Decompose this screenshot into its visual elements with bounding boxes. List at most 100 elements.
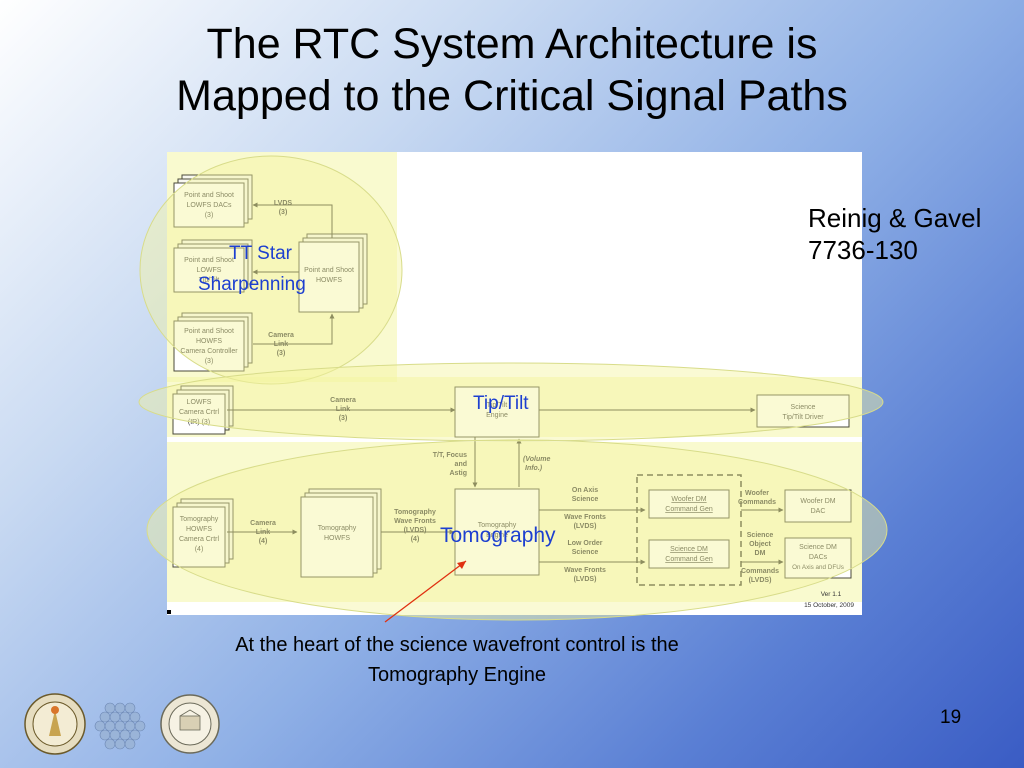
title-line-2: Mapped to the Critical Signal Paths xyxy=(176,72,848,120)
sci-gen-box xyxy=(648,539,730,569)
woofer-gen-box xyxy=(648,489,730,519)
tiptilt-ellipse xyxy=(138,362,884,442)
tomo-crtl-stack: Tomography HOWFS Camera Crtrl (4) xyxy=(172,498,234,568)
lowfs-crtl-stack: LOWFS Camera Crtrl (IR) (3) xyxy=(172,385,234,435)
pas-lowfs-l2: LOWFS xyxy=(197,267,222,274)
corner-mark xyxy=(167,610,171,614)
sci-dacs-l2: DACs xyxy=(809,554,828,561)
camlink3-l3: (3) xyxy=(277,350,286,357)
version-l2: 15 October, 2009 xyxy=(804,602,854,609)
pas-howfs-l1: Point and Shoot xyxy=(184,328,234,335)
caption: At the heart of the science wavefront co… xyxy=(157,630,757,690)
tt-engine-l2: Engine xyxy=(486,412,508,419)
volume-l2: Info.) xyxy=(525,465,543,472)
camlink-mid-l3: (3) xyxy=(339,415,348,422)
tt-engine-l1: Tip/Tilt xyxy=(487,402,508,409)
tomo-engine-l1: Tomography xyxy=(478,522,517,529)
camlink3-l1: Camera xyxy=(268,332,294,339)
tomo-wf-l3: (LVDS) xyxy=(404,527,427,534)
pas-proc-stack: Point and Shoot HOWFS xyxy=(298,233,368,313)
sci-dacs-l1: Science DM xyxy=(799,544,837,551)
sci-tt-l2: Tip/Tilt Driver xyxy=(782,414,824,421)
woofer-gen-l1: Woofer DM xyxy=(671,496,706,503)
camlink-mid-l2: Link xyxy=(336,406,350,413)
caltech-seal-icon xyxy=(24,693,86,755)
pointer-arrowhead xyxy=(457,561,466,569)
pointer-line xyxy=(384,560,467,623)
tiptilt-label: Tip/Tilt xyxy=(473,393,529,414)
pas-lowfs-stack: Point and Shoot LOWFS Tip/Tilt xyxy=(173,239,253,293)
sci-gen-l1: Science DM xyxy=(670,546,708,553)
pas-howfs-l2: HOWFS xyxy=(196,338,222,345)
tomo-crtl-l3: Camera Crtrl xyxy=(179,536,220,543)
lowfs-crtl-l4: (IR) (3) xyxy=(188,419,210,426)
pas-howfs-stack: Point and Shoot HOWFS Camera Controller … xyxy=(173,312,253,372)
camlink-mid-l1: Camera xyxy=(330,397,356,404)
title-line-1: The RTC System Architecture is xyxy=(206,20,818,68)
lowo-l2: Science xyxy=(572,549,599,556)
onaxis-l1: On Axis xyxy=(572,487,598,494)
tomo-howfs-stack: Tomography HOWFS xyxy=(300,488,382,578)
caption-line-1: At the heart of the science wavefront co… xyxy=(235,634,679,656)
pas-lowfs-l1: Point and Shoot xyxy=(184,257,234,264)
tt-focus-l2: and xyxy=(455,461,467,468)
lowo-l1: Low Order xyxy=(567,540,602,547)
tt-star-label-1: TT Star xyxy=(229,243,292,264)
pas-lowfs-l3: Tip/Tilt xyxy=(199,277,220,284)
tomo-engine-l2: Engine xyxy=(486,532,508,539)
pas-proc-l2: HOWFS xyxy=(316,277,342,284)
volume-l1: (Volume xyxy=(523,456,550,463)
tomo-wf-l4: (4) xyxy=(411,536,420,543)
woofer-gen-l2: Command Gen xyxy=(665,506,713,513)
tt-star-label-2: Sharpenning xyxy=(198,274,306,295)
pas-proc-l1: Point and Shoot xyxy=(304,267,354,274)
credit-line-2: 7736-130 xyxy=(808,235,918,265)
tt-star-ellipse xyxy=(139,155,403,385)
tomo-crtl-l4: (4) xyxy=(195,546,204,553)
sci-dacs-l3: On Axis and DFUs xyxy=(792,564,844,571)
woofer-cmd-l2: Commands xyxy=(738,499,776,506)
tt-engine-box xyxy=(454,386,540,438)
tt-focus-l3: Astig xyxy=(450,470,468,477)
onaxis-l4: (LVDS) xyxy=(574,523,597,530)
sci-tt-l1: Science xyxy=(791,404,816,411)
sci-obj-l1: Science xyxy=(747,532,774,539)
sci-obj-l5: (LVDS) xyxy=(749,577,772,584)
tomography-ellipse xyxy=(146,439,888,621)
woofer-dac-l2: DAC xyxy=(811,508,826,515)
pas-dacs-l1: Point and Shoot xyxy=(184,192,234,199)
sci-obj-l4: Commands xyxy=(741,568,779,575)
tomo-howfs-l2: HOWFS xyxy=(324,535,350,542)
sci-obj-l2: Object xyxy=(749,541,771,548)
tomo-howfs-l1: Tomography xyxy=(318,525,357,532)
woofer-cmd-l1: Woofer xyxy=(745,490,769,497)
slide-title: The RTC System Architecture is Mapped to… xyxy=(0,18,1024,122)
camlink4-l1: Camera xyxy=(250,520,276,527)
pas-howfs-l4: (3) xyxy=(205,358,214,365)
caption-line-2: Tomography Engine xyxy=(368,664,546,686)
uc-seal-icon xyxy=(160,694,220,754)
dm-gen-group xyxy=(636,474,742,586)
tomo-crtl-l1: Tomography xyxy=(180,516,219,523)
camlink4-l2: Link xyxy=(256,529,270,536)
lowo-l3: Wave Fronts xyxy=(564,567,606,574)
hexagon-mirror-icon xyxy=(94,702,146,750)
architecture-diagram: Point and Shoot LOWFS DACs (3) Point and… xyxy=(167,152,862,615)
tomography-label: Tomography xyxy=(440,524,556,547)
woofer-dac-box xyxy=(784,489,852,523)
sci-dacs-box xyxy=(784,537,852,579)
lvds-l2: (3) xyxy=(279,209,288,216)
credit-line-1: Reinig & Gavel xyxy=(808,203,982,233)
pas-dacs-stack: Point and Shoot LOWFS DACs (3) xyxy=(173,174,253,228)
page-number: 19 xyxy=(940,707,962,728)
sci-gen-l2: Command Gen xyxy=(665,556,713,563)
pas-dacs-l3: (3) xyxy=(205,212,214,219)
tt-focus-l1: T/T, Focus xyxy=(433,452,467,459)
pas-dacs-l2: LOWFS DACs xyxy=(186,202,232,209)
lowfs-crtl-l3: Camera Crtrl xyxy=(179,409,220,416)
lvds-l1: LVDS xyxy=(274,200,292,207)
tomo-crtl-l2: HOWFS xyxy=(186,526,212,533)
pas-howfs-l3: Camera Controller xyxy=(180,348,238,355)
tomo-wf-l1: Tomography xyxy=(394,509,436,516)
